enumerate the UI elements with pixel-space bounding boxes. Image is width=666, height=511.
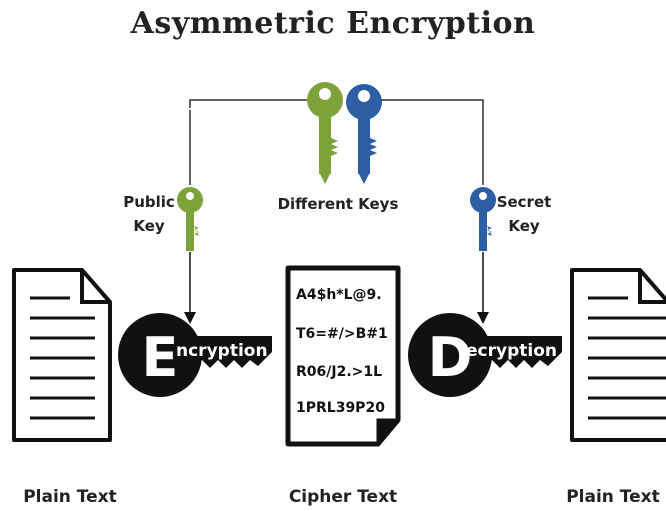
cipher-text-document-icon — [285, 265, 401, 447]
plain-text-left-caption: Plain Text — [23, 487, 117, 507]
blue-key-large-icon — [346, 84, 382, 184]
decryption-key-label: ecryption — [466, 341, 557, 361]
encryption-key-initial: E — [142, 326, 179, 389]
connector-lines — [184, 99, 489, 324]
cipher-line-2: T6=#/>B#1 — [296, 326, 388, 342]
decryption-key-icon: D ecryption — [408, 313, 562, 397]
encryption-key-label: ncryption — [176, 341, 268, 361]
cipher-line-4: 1PRL39P20 — [296, 400, 385, 416]
cipher-line-1: A4$h*L@9. — [296, 287, 382, 303]
different-keys-label: Different Keys — [277, 195, 399, 213]
cipher-line-3: R06/J2.>1L — [296, 364, 383, 380]
green-key-large-icon — [307, 82, 343, 184]
encryption-key-icon: E ncryption — [118, 313, 272, 397]
secret-key-icon — [470, 187, 496, 251]
public-key-icon — [177, 187, 203, 251]
plain-text-document-right-icon — [570, 268, 666, 442]
diagram-title: Asymmetric Encryption — [130, 6, 536, 41]
plain-text-right-caption: Plain Text — [566, 487, 660, 507]
cipher-text-caption: Cipher Text — [288, 487, 398, 507]
public-key-label: Public Key — [123, 193, 175, 235]
secret-key-label: Secret Key — [496, 193, 552, 235]
decryption-key-initial: D — [428, 326, 473, 389]
plain-text-document-left-icon — [12, 268, 112, 442]
